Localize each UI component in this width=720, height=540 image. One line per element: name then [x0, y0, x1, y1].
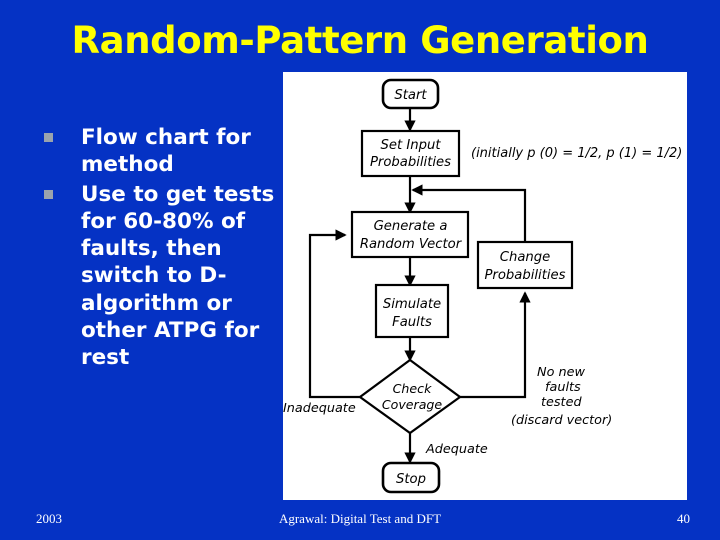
flow-node-start-label: Start	[394, 88, 427, 103]
connector-change-to-main-line	[411, 184, 527, 242]
page-title: Random-Pattern Generation	[71, 19, 649, 62]
flow-node-generate-line1: Generate a	[374, 219, 448, 234]
connector-inadequate-feedback	[308, 229, 360, 399]
flow-node-simulate-faults: Simulate Faults	[374, 283, 450, 339]
flow-node-check-line1: Check	[393, 381, 432, 396]
list-item: Flow chart for method	[40, 124, 280, 179]
bullet-list: Flow chart for method Use to get tests f…	[40, 124, 280, 374]
edge-label-inadequate: Inadequate	[283, 401, 356, 416]
flow-node-simulate-line2: Faults	[392, 315, 432, 330]
edge-label-adequate: Adequate	[425, 442, 488, 457]
bullet-square-icon	[44, 189, 53, 199]
flow-node-set-input-probabilities: Set Input Probabilities	[360, 129, 461, 178]
footer-center-text: Agrawal: Digital Test and DFT	[278, 511, 442, 526]
bullet-square-icon	[44, 133, 53, 142]
bullet-text: Flow chart for method	[81, 125, 251, 178]
footer-year: 2003	[36, 511, 62, 526]
edge-label-no-new-faults-line1: No new	[537, 365, 585, 380]
footer: 2003 Agrawal: Digital Test and DFT 40	[0, 504, 720, 540]
edge-label-no-new-faults-line2: faults	[545, 380, 581, 395]
flow-node-stop-label: Stop	[396, 472, 426, 487]
flowchart-panel: Start Set Input Probabilities (initially…	[283, 72, 687, 500]
flow-node-generate-random-vector: Generate a Random Vector	[350, 210, 470, 259]
flow-node-check-coverage: Check Coverage	[358, 358, 462, 435]
edge-label-no-new-faults-line3: tested	[541, 395, 582, 410]
flow-node-stop: Stop	[381, 461, 441, 494]
footer-page-number: 40	[677, 511, 690, 526]
edge-label-discard-vector: (discard vector)	[511, 413, 612, 428]
annotation-initial-probabilities: (initially p (0) = 1/2, p (1) = 1/2)	[471, 146, 682, 161]
flow-node-change-probabilities: Change Probabilities	[476, 240, 574, 290]
flow-node-change-line2: Probabilities	[484, 268, 565, 283]
connector-no-new-faults-to-change	[460, 291, 531, 399]
flow-node-set-input-line1: Set Input	[381, 138, 442, 153]
flow-node-start: Start	[381, 78, 440, 110]
bullet-text: Use to get tests for 60-80% of faults, t…	[81, 181, 275, 371]
flow-node-check-line2: Coverage	[382, 397, 443, 412]
flow-node-generate-line2: Random Vector	[360, 237, 463, 252]
list-item: Use to get tests for 60-80% of faults, t…	[40, 181, 280, 372]
flow-node-simulate-line1: Simulate	[383, 297, 441, 312]
flow-node-change-line1: Change	[500, 250, 551, 265]
flow-node-set-input-line2: Probabilities	[370, 155, 451, 170]
